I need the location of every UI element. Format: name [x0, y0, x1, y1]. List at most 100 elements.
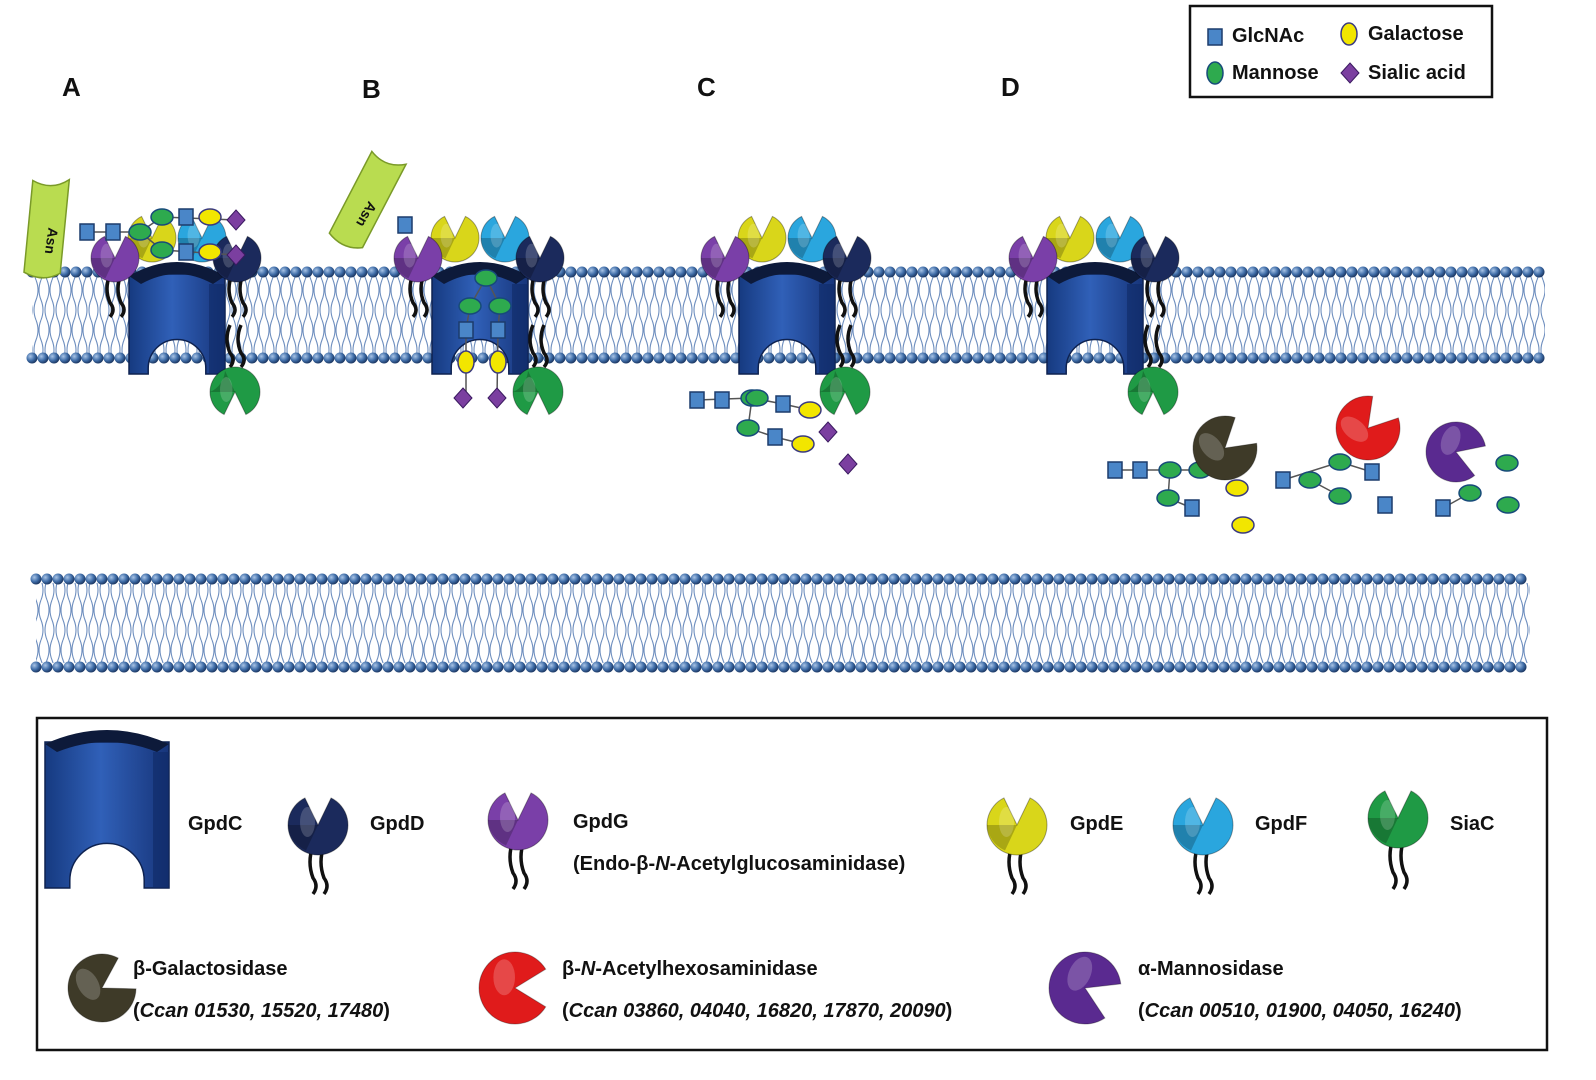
- lipid-head: [1489, 352, 1501, 364]
- lipid-head: [1460, 661, 1472, 673]
- lipid-head: [536, 573, 548, 585]
- lipid-head: [1500, 352, 1512, 364]
- lipid-head: [1372, 661, 1384, 673]
- lipid-head: [37, 352, 49, 364]
- lipid-head: [492, 573, 504, 585]
- lipid-head: [1214, 266, 1226, 278]
- lipid-head: [426, 573, 438, 585]
- lipid-head: [664, 352, 676, 364]
- lipid-head: [928, 266, 940, 278]
- beta-hexosaminidase-enzyme: [1335, 395, 1401, 461]
- lipid-head: [833, 573, 845, 585]
- lipid-head: [701, 573, 713, 585]
- glycosidic-bond: [747, 397, 804, 445]
- panel-label-b: B: [362, 74, 381, 104]
- lipid-head: [1170, 352, 1182, 364]
- lipid-head: [675, 352, 687, 364]
- lipid-head: [800, 661, 812, 673]
- lipid-head: [1339, 661, 1351, 673]
- lipid-head: [1346, 352, 1358, 364]
- label-beta-hexosaminidase: β-N-Acetylhexosaminidase: [562, 958, 818, 980]
- lipid-head: [1104, 352, 1116, 364]
- lipid-head: [1335, 352, 1347, 364]
- lipid-head: [1108, 573, 1120, 585]
- sus-complex-b: [393, 215, 565, 416]
- gpdg-icon: [487, 792, 549, 891]
- lipid-head: [686, 266, 698, 278]
- lipid-head: [1368, 266, 1380, 278]
- lipid-head: [1064, 661, 1076, 673]
- lipid-head: [1346, 266, 1358, 278]
- gpdc-channel: [44, 730, 170, 889]
- lipid-head: [1075, 573, 1087, 585]
- protein-legend-box: [35, 716, 1549, 1052]
- lipid-head: [1225, 266, 1237, 278]
- lipid-head: [437, 661, 449, 673]
- lipid-head: [1324, 266, 1336, 278]
- lipid-head: [569, 573, 581, 585]
- genes-alpha-mannosidase: (Ccan 00510, 01900, 04050, 16240): [1138, 1000, 1462, 1022]
- glcnac-residue: [178, 243, 194, 261]
- lipid-head: [888, 573, 900, 585]
- lipid-head: [855, 661, 867, 673]
- galactose-residue: [457, 350, 475, 374]
- lipid-head: [1269, 266, 1281, 278]
- lipid-head: [580, 661, 592, 673]
- lipid-head: [1412, 266, 1424, 278]
- lipid-head: [360, 573, 372, 585]
- lipid-head: [646, 573, 658, 585]
- glcnac-residue: [775, 395, 791, 413]
- lipid-head: [1328, 661, 1340, 673]
- glycosidic-bond: [1282, 461, 1373, 481]
- lipid-head: [184, 573, 196, 585]
- lipid-head: [1009, 573, 1021, 585]
- lipid-head: [448, 573, 460, 585]
- siac-icon: [1367, 790, 1429, 891]
- lipid-head: [1335, 266, 1347, 278]
- lipid-head: [129, 573, 141, 585]
- lipid-head: [1350, 573, 1362, 585]
- lipid-head: [1511, 266, 1523, 278]
- lipid-head: [602, 661, 614, 673]
- lipid-head: [679, 661, 691, 673]
- lipid-head: [525, 661, 537, 673]
- lipid-head: [63, 661, 75, 673]
- lipid-head: [1086, 573, 1098, 585]
- lipid-head: [404, 573, 416, 585]
- lipid-head: [70, 266, 82, 278]
- lipid-head: [1401, 352, 1413, 364]
- gpdd-enzyme: [515, 235, 565, 318]
- lipid-head: [1467, 266, 1479, 278]
- glcnac-residue: [1132, 461, 1148, 479]
- lipid-head: [1390, 352, 1402, 364]
- lipid-head: [1240, 661, 1252, 673]
- lipid-head: [954, 661, 966, 673]
- lipid-head: [415, 661, 427, 673]
- lipid-head: [1500, 266, 1512, 278]
- beta-galactosidase-icon: [67, 953, 137, 1023]
- lipid-head: [140, 573, 152, 585]
- lipid-head: [1258, 352, 1270, 364]
- lipid-head: [206, 661, 218, 673]
- lipid-head: [1405, 573, 1417, 585]
- lipid-head: [103, 352, 115, 364]
- lipid-head: [1020, 661, 1032, 673]
- lipid-head: [140, 661, 152, 673]
- lipid-head: [305, 573, 317, 585]
- lipid-head: [323, 352, 335, 364]
- lipid-head: [305, 661, 317, 673]
- lipid-head: [437, 573, 449, 585]
- lipid-head: [1471, 661, 1483, 673]
- lipid-head: [983, 352, 995, 364]
- lipid-head: [723, 661, 735, 673]
- lipid-head: [906, 352, 918, 364]
- lipid-head: [668, 573, 680, 585]
- lipid-head: [1383, 573, 1395, 585]
- lipid-head: [257, 352, 269, 364]
- lipid-head: [778, 573, 790, 585]
- sialic-acid-residue: [487, 387, 507, 409]
- lipid-head: [411, 352, 423, 364]
- lipid-head: [712, 573, 724, 585]
- lipid-head: [686, 352, 698, 364]
- lipid-head: [389, 352, 401, 364]
